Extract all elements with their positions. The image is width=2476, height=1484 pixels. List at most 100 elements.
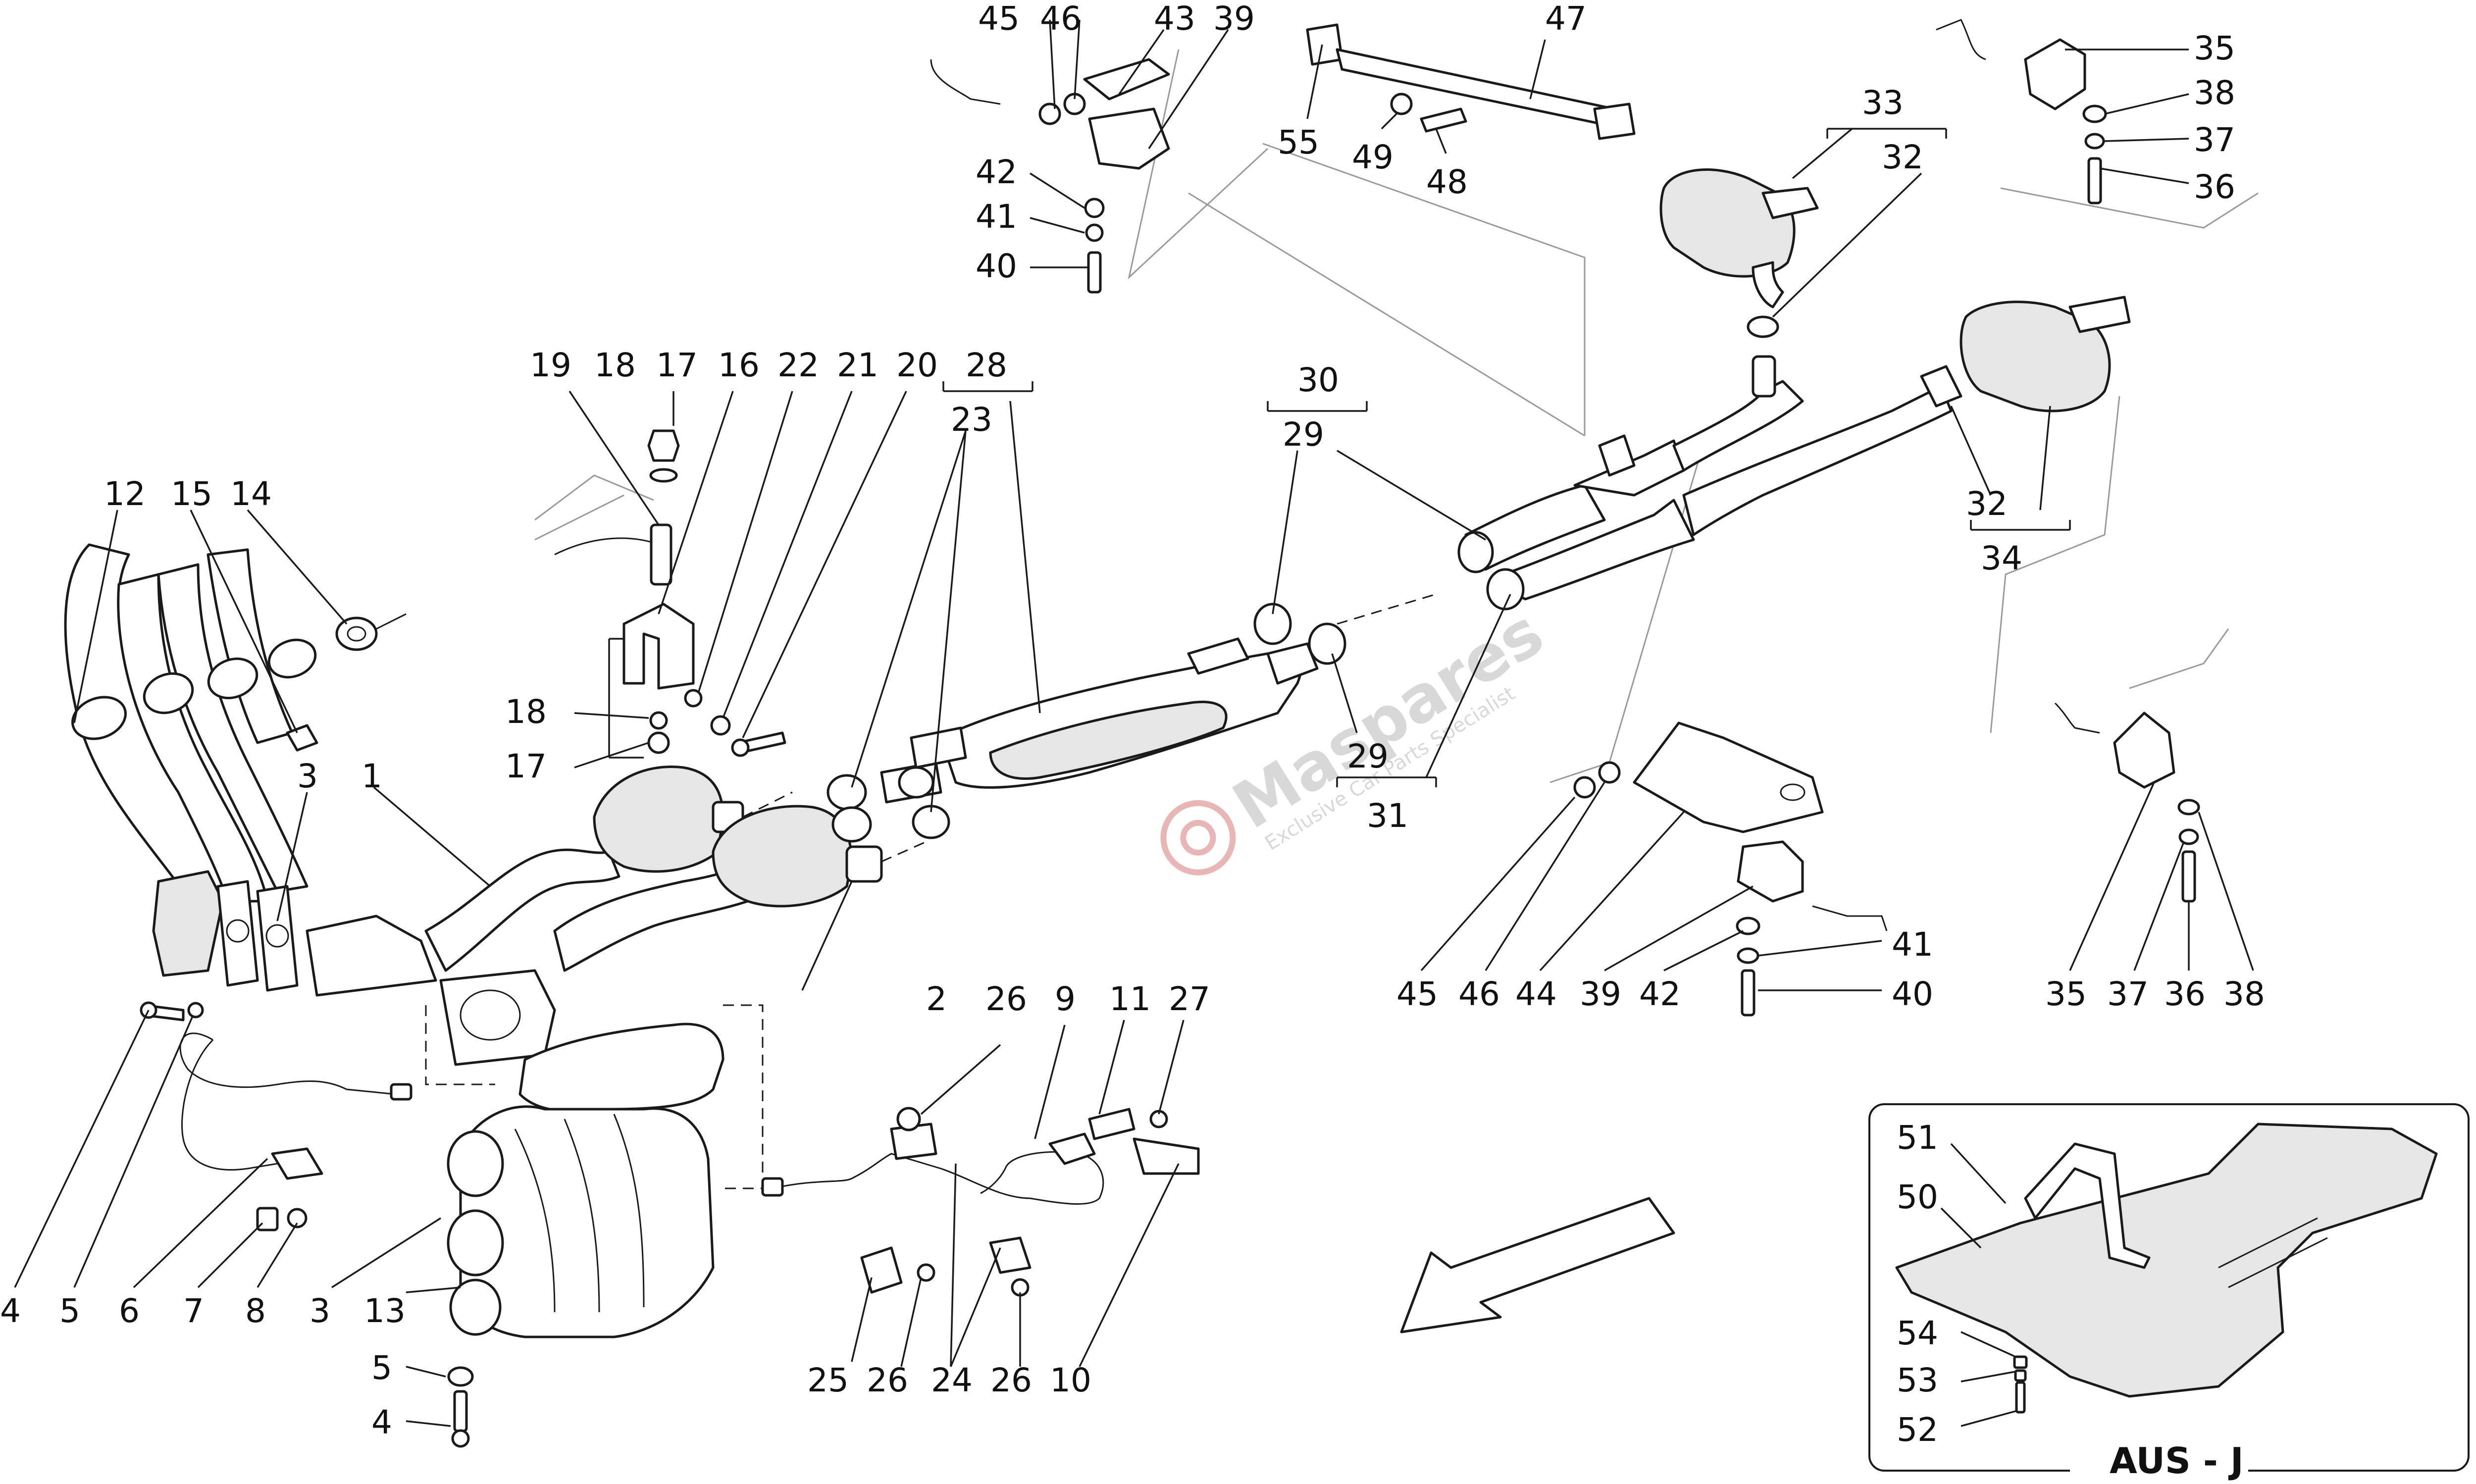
label-3-upper: 3 bbox=[297, 757, 318, 795]
label-31: 31 bbox=[1367, 797, 1408, 835]
mount-right-top bbox=[1936, 19, 2107, 205]
label-2: 2 bbox=[926, 980, 947, 1018]
nut-15 bbox=[286, 724, 318, 752]
label-40-bottom: 40 bbox=[1892, 975, 1933, 1013]
label-18-bottom: 18 bbox=[505, 693, 547, 731]
muffler-33 bbox=[1659, 168, 1819, 338]
label-24: 24 bbox=[931, 1361, 973, 1399]
label-11: 11 bbox=[1109, 980, 1151, 1018]
label-37-bottom: 37 bbox=[2107, 975, 2149, 1013]
label-28: 28 bbox=[966, 346, 1007, 384]
label-51: 51 bbox=[1897, 1119, 1938, 1157]
label-42-top: 42 bbox=[976, 153, 1017, 191]
label-1: 1 bbox=[361, 757, 382, 795]
label-35-top: 35 bbox=[2194, 29, 2235, 67]
label-55: 55 bbox=[1278, 123, 1319, 161]
label-41-bottom: 41 bbox=[1892, 925, 1933, 964]
clamps-29 bbox=[1253, 593, 1437, 665]
exhaust-manifold-upper bbox=[64, 543, 317, 977]
lambda-sensor-left bbox=[179, 1032, 413, 1231]
leader-lines bbox=[14, 19, 2254, 1427]
label-33: 33 bbox=[1862, 84, 1904, 122]
label-4-lower: 4 bbox=[371, 1403, 392, 1441]
crossmember-47 bbox=[1306, 23, 1636, 140]
label-36-top: 36 bbox=[2194, 168, 2235, 206]
label-30: 30 bbox=[1297, 361, 1339, 399]
assembly-line-4 bbox=[723, 1004, 764, 1189]
central-silencer-28 bbox=[826, 637, 1319, 843]
label-43: 43 bbox=[1154, 0, 1195, 38]
assembly-line-1 bbox=[742, 791, 793, 818]
mount-right-bottom bbox=[2054, 702, 2200, 903]
label-13: 13 bbox=[364, 1292, 406, 1330]
label-25: 25 bbox=[807, 1361, 849, 1399]
reference-lines bbox=[534, 49, 2259, 783]
label-45-top: 45 bbox=[978, 0, 1020, 38]
label-7: 7 bbox=[183, 1292, 204, 1330]
label-34: 34 bbox=[1981, 539, 2022, 577]
label-8: 8 bbox=[245, 1292, 266, 1330]
label-49: 49 bbox=[1352, 138, 1393, 176]
exhaust-manifold-lower bbox=[439, 969, 724, 1338]
label-29-top: 29 bbox=[1283, 415, 1324, 454]
label-37-top: 37 bbox=[2194, 121, 2235, 159]
label-12: 12 bbox=[104, 475, 146, 513]
label-10: 10 bbox=[1050, 1361, 1091, 1399]
manifold-gaskets bbox=[335, 613, 407, 651]
watermark-gear-hub-icon bbox=[1180, 819, 1216, 856]
mount-left-top bbox=[930, 58, 1170, 294]
label-48: 48 bbox=[1426, 163, 1468, 201]
bracket-16-assembly bbox=[534, 429, 786, 759]
label-3-lower: 3 bbox=[310, 1292, 330, 1330]
label-18-top: 18 bbox=[594, 346, 636, 384]
label-17-top: 17 bbox=[656, 346, 698, 384]
label-38-top: 38 bbox=[2194, 74, 2235, 112]
label-35-bottom: 35 bbox=[2045, 975, 2087, 1013]
label-6: 6 bbox=[119, 1292, 140, 1330]
label-22: 22 bbox=[777, 346, 819, 384]
label-39-bottom: 39 bbox=[1580, 975, 1621, 1013]
label-46-top: 46 bbox=[1040, 0, 1082, 38]
bolt-4-lower bbox=[447, 1366, 474, 1448]
label-42-bottom: 42 bbox=[1639, 975, 1681, 1013]
inset-aus-j: AUS - J bbox=[1868, 1103, 2470, 1482]
flange-gaskets-3 bbox=[216, 880, 299, 992]
label-36-bottom: 36 bbox=[2164, 975, 2206, 1013]
label-9: 9 bbox=[1055, 980, 1076, 1018]
label-47: 47 bbox=[1545, 0, 1587, 38]
label-16: 16 bbox=[718, 346, 760, 384]
label-23: 23 bbox=[951, 401, 992, 439]
muffler-34 bbox=[1920, 296, 2131, 412]
label-53: 53 bbox=[1897, 1361, 1938, 1399]
label-26-right: 26 bbox=[990, 1361, 1032, 1399]
callout-labels: 12 15 14 3 1 2 4 5 6 7 8 3 13 5 4 19 18 … bbox=[0, 0, 2265, 1449]
catalytic-pipe-1 bbox=[306, 766, 744, 997]
assembly-line-2 bbox=[881, 841, 927, 863]
label-17-bottom: 17 bbox=[505, 747, 547, 785]
label-32-top: 32 bbox=[1882, 138, 1923, 176]
watermark-gear-icon bbox=[1160, 800, 1236, 875]
label-41-top: 41 bbox=[976, 198, 1017, 236]
label-40-top: 40 bbox=[976, 247, 1017, 285]
label-44: 44 bbox=[1515, 975, 1557, 1013]
label-26-top: 26 bbox=[985, 980, 1027, 1018]
bolt-4-upper bbox=[140, 1001, 204, 1022]
rear-y-pipe bbox=[1457, 355, 1953, 611]
label-46-bottom: 46 bbox=[1458, 975, 1500, 1013]
mount-center-bottom bbox=[1573, 721, 1888, 1017]
label-29-bottom: 29 bbox=[1347, 737, 1389, 775]
assembly-line-3 bbox=[425, 1005, 495, 1085]
catalytic-pipe-2 bbox=[553, 805, 883, 972]
inset-title: AUS - J bbox=[2110, 1440, 2244, 1482]
label-19: 19 bbox=[530, 346, 571, 384]
label-21: 21 bbox=[837, 346, 878, 384]
label-27: 27 bbox=[1169, 980, 1210, 1018]
lambda-sensor-right bbox=[761, 1107, 1200, 1297]
label-14: 14 bbox=[230, 475, 272, 513]
label-26-left: 26 bbox=[867, 1361, 908, 1399]
label-54: 54 bbox=[1897, 1314, 1938, 1352]
label-45-bottom: 45 bbox=[1396, 975, 1438, 1013]
direction-arrow-icon bbox=[1400, 1197, 1675, 1333]
label-38-bottom: 38 bbox=[2223, 975, 2265, 1013]
